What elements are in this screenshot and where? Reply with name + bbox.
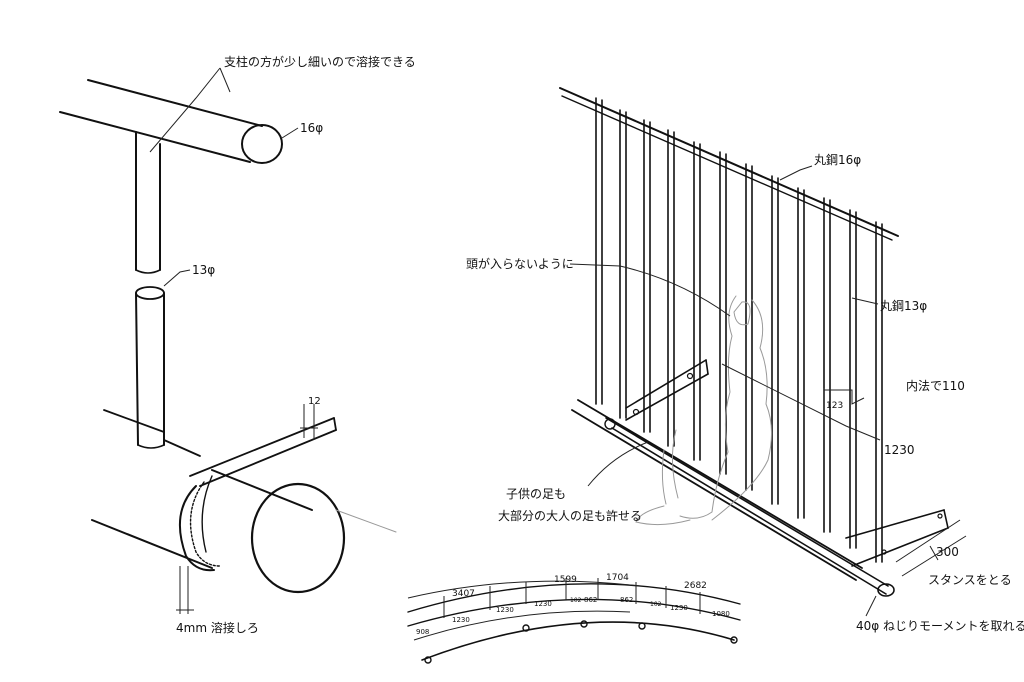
plan-arc-dimensions: [407, 578, 741, 664]
rail-post-joint-detail: [59, 67, 299, 449]
bar-label: 丸鋼13φ: [880, 299, 927, 313]
child-foot-note-line2: 大部分の大人の足も許せる: [498, 508, 642, 523]
plan-inner-dim: 908: [416, 628, 429, 636]
plan-inner-dim: 1230: [452, 616, 470, 624]
post-weld-note: 支柱の方が少し細いので溶接できる: [224, 54, 416, 69]
plan-outer-dim: 1599: [554, 575, 577, 585]
plan-inner-dim: 1230: [534, 600, 552, 608]
top-rail-label: 丸鋼16φ: [814, 153, 861, 167]
length-label: 1230: [884, 443, 915, 457]
plan-inner-dim: 862: [584, 596, 597, 604]
base-pipe-weld-detail: [91, 404, 397, 614]
child-foot-note-line1: 子供の足も: [506, 487, 566, 501]
plan-inner-dim: 102: [650, 601, 662, 608]
bar-pitch-label: 123: [826, 401, 843, 411]
plan-inner-dim: 102: [570, 597, 582, 604]
railing-panel-sketch: [559, 87, 967, 617]
plan-outer-dim: 2682: [684, 581, 707, 591]
plan-inner-dim: 862: [620, 596, 633, 604]
post-diameter-label: 13φ: [192, 263, 215, 277]
plan-outer-dim: 1704: [606, 573, 629, 583]
head-guard-note: 頭が入らないように: [466, 256, 574, 271]
bottom-pipe-note: 40φ ねじりモーメントを取れるように: [856, 619, 1024, 633]
plan-inner-dim: 1230: [670, 604, 688, 612]
plan-inner-dim: 1080: [712, 610, 730, 618]
plan-inner-dim: 1230: [496, 606, 514, 614]
weld-note: 4mm 溶接しろ: [176, 620, 259, 635]
rail-diameter-label: 16φ: [300, 121, 323, 135]
plate-thickness-label: 12: [308, 396, 321, 407]
plan-outer-dim: 3407: [452, 589, 475, 599]
stance-note: スタンスをとる: [928, 573, 1012, 587]
inner-gap-label: 内法で110: [906, 379, 965, 393]
stance-width-label: 300: [936, 545, 959, 559]
